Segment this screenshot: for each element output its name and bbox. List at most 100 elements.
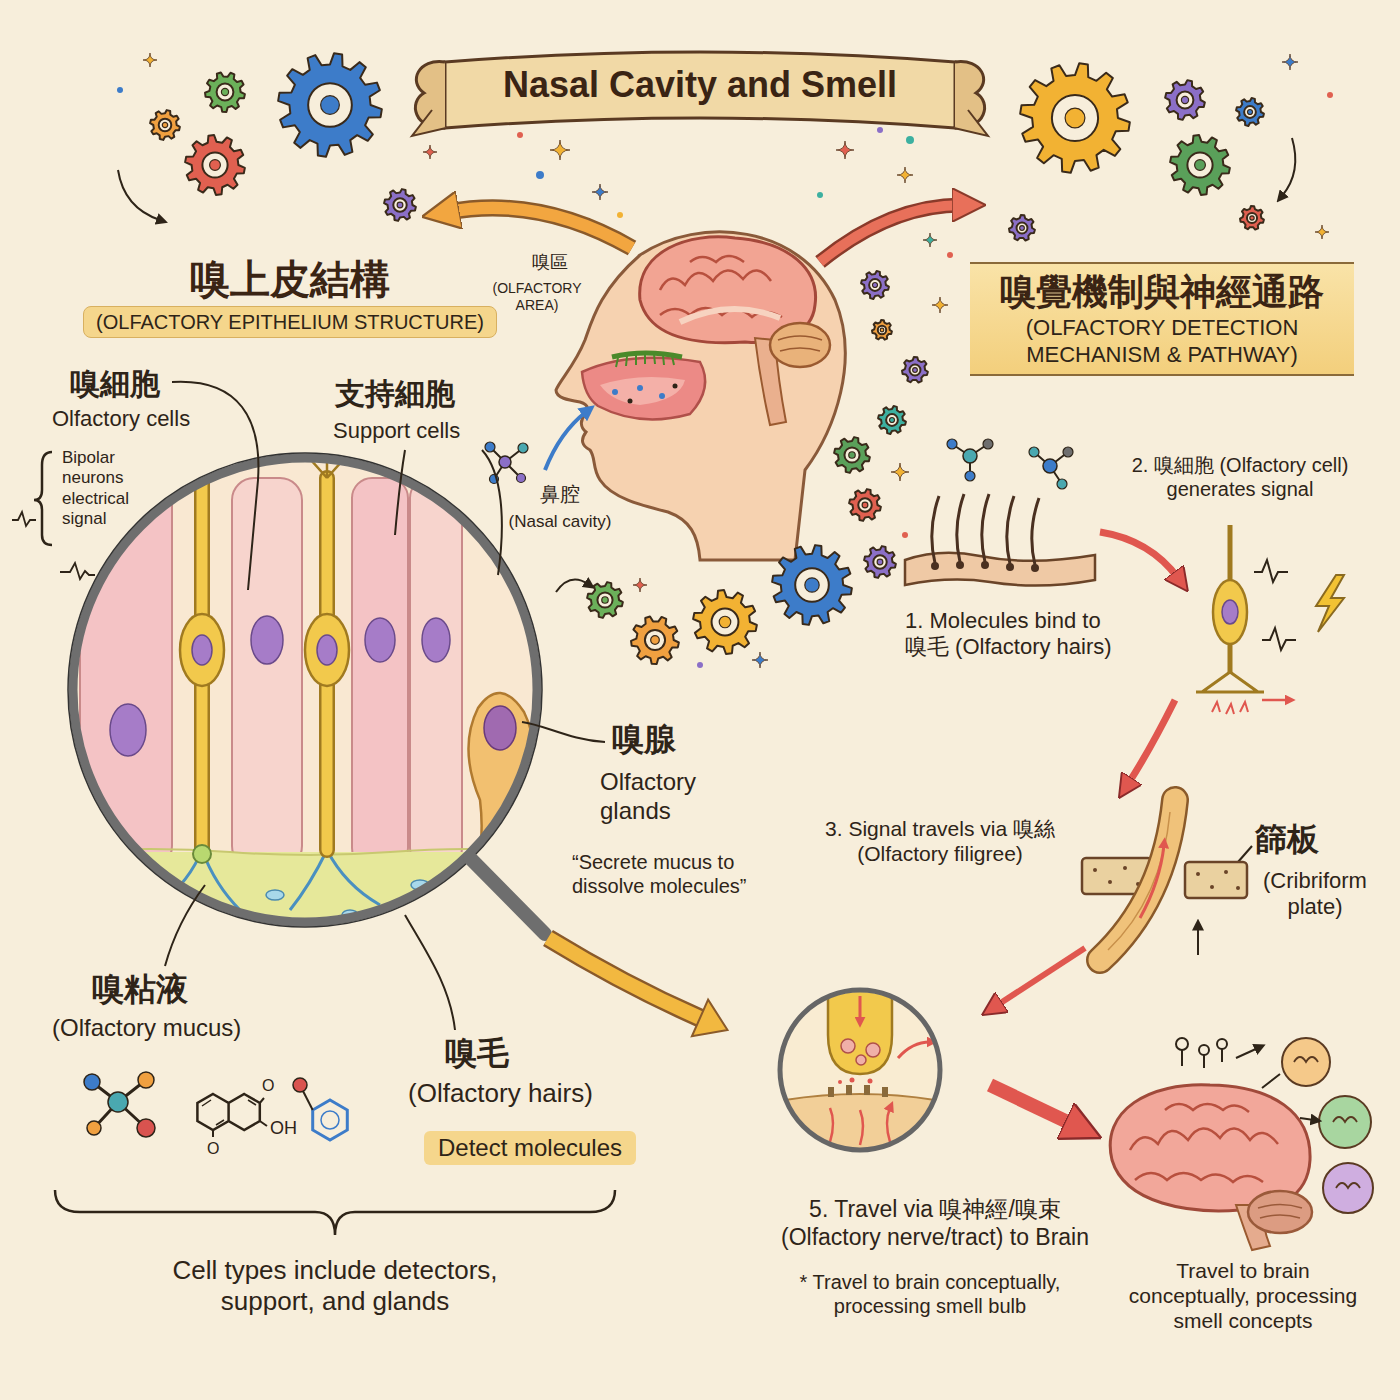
synapse <box>868 1079 873 1084</box>
part-label: 嗅細胞 <box>70 366 230 402</box>
olfactory-filament <box>1100 800 1175 960</box>
gear-icon <box>834 437 870 473</box>
olfactory-filament <box>1197 927 1199 955</box>
odor-molecule <box>499 456 511 468</box>
gear-icon <box>308 83 352 127</box>
gear-icon <box>1240 206 1264 230</box>
sparkle <box>143 53 157 67</box>
gear-icon <box>772 545 852 625</box>
gear-icon <box>384 189 416 221</box>
title-scroll <box>445 52 955 128</box>
olfactory-filament <box>1140 845 1164 918</box>
gear-icon <box>1236 98 1264 126</box>
gear-icon <box>864 546 896 578</box>
gear-icon <box>397 202 403 208</box>
leader-line <box>165 382 1252 1030</box>
gear-icon <box>872 320 892 340</box>
gear-icon <box>384 189 416 221</box>
step-label: 1. Molecules bind to 嗅毛 (Olfactory hairs… <box>905 608 1145 661</box>
odor-molecule <box>1029 447 1039 457</box>
gear-icon <box>278 53 382 157</box>
chem-symbol: O <box>262 1076 282 1095</box>
gear-icon <box>1017 223 1028 234</box>
gear-icon <box>1052 95 1098 141</box>
flow-arrow <box>448 208 632 248</box>
sparkle <box>592 184 608 200</box>
thought-bubble <box>1294 1057 1360 1188</box>
olfactory-hairs <box>956 561 964 569</box>
flow-arrow <box>118 170 160 220</box>
thought-bubble <box>1217 1039 1227 1049</box>
gear-icon <box>849 489 881 521</box>
gear-icon <box>1165 80 1205 120</box>
dot <box>117 87 1333 668</box>
leader-line <box>405 915 455 1030</box>
flow-arrow <box>820 205 962 262</box>
nasal-cavity <box>673 384 678 389</box>
gear-icon <box>844 447 859 462</box>
pathway-arrow <box>1100 532 1178 578</box>
sparkle <box>633 578 647 592</box>
gear-icon <box>849 489 881 521</box>
pathway-arrow <box>990 1085 1076 1126</box>
gear-icon <box>1020 226 1025 231</box>
epithelium-magnified <box>180 614 224 686</box>
signal-wave <box>12 512 36 526</box>
leader-line <box>395 450 405 535</box>
synapse <box>838 1080 842 1084</box>
flow-arrow <box>545 412 586 470</box>
molecule-icon <box>87 1121 101 1135</box>
odor-molecule <box>947 439 957 449</box>
olfactory-hairs <box>932 494 1039 565</box>
synapse <box>828 985 892 1074</box>
highlight-box: Detect molecules <box>424 1131 636 1166</box>
sparkle <box>932 297 948 313</box>
part-label: (Olfactory mucus) <box>52 1014 292 1043</box>
synapse <box>846 1085 852 1095</box>
olfactory-hairs <box>931 562 939 570</box>
part-label: 嗅毛 <box>445 1034 545 1072</box>
zoom-arrow <box>692 1000 728 1037</box>
gear-icon <box>221 88 228 95</box>
area-label: 嗅區 <box>515 252 585 274</box>
gear-icon <box>889 417 894 422</box>
epithelium-magnified <box>484 706 516 750</box>
olfactory-neuron <box>1262 699 1288 702</box>
olfactory-neuron <box>1222 600 1238 624</box>
olfactory-hairs <box>1031 564 1039 572</box>
molecule-icon <box>202 1100 256 1125</box>
epithelium-magnified <box>110 704 146 756</box>
gear-icon <box>872 320 892 340</box>
synapse <box>780 990 940 1150</box>
gear-icon <box>910 365 921 376</box>
note: * Travel to brain conceptually, processi… <box>770 1270 1090 1318</box>
flow-arrow <box>556 580 588 593</box>
gear-icon <box>902 357 928 382</box>
gear-icon <box>877 559 883 565</box>
step-label: 2. 嗅細胞 (Olfactory cell) generates signal <box>1110 453 1370 501</box>
gear-icon <box>878 406 906 434</box>
odor-molecule <box>947 439 1073 489</box>
molecule-icon <box>313 1100 348 1140</box>
odor-molecule <box>965 471 975 481</box>
gear-icon <box>864 546 896 578</box>
odor-molecule <box>518 443 528 453</box>
part-label: (Cribriform plate) <box>1245 868 1385 921</box>
dot <box>517 132 523 138</box>
olfactory-filament <box>1100 800 1175 960</box>
nasal-cavity <box>582 353 705 419</box>
odor-molecule <box>485 442 495 452</box>
dot <box>902 532 908 538</box>
cribriform-plate <box>1185 862 1247 898</box>
gear-icon <box>278 53 382 157</box>
molecule-icon <box>84 1074 100 1090</box>
thought-bubble <box>1236 1048 1258 1058</box>
olfactory-filament <box>1108 812 1170 950</box>
olfactory-neuron <box>1254 560 1296 650</box>
molecule-icon <box>293 1078 307 1092</box>
gear-icon <box>1009 215 1035 240</box>
gear-icon <box>162 122 167 127</box>
gear-icon <box>1177 92 1194 109</box>
